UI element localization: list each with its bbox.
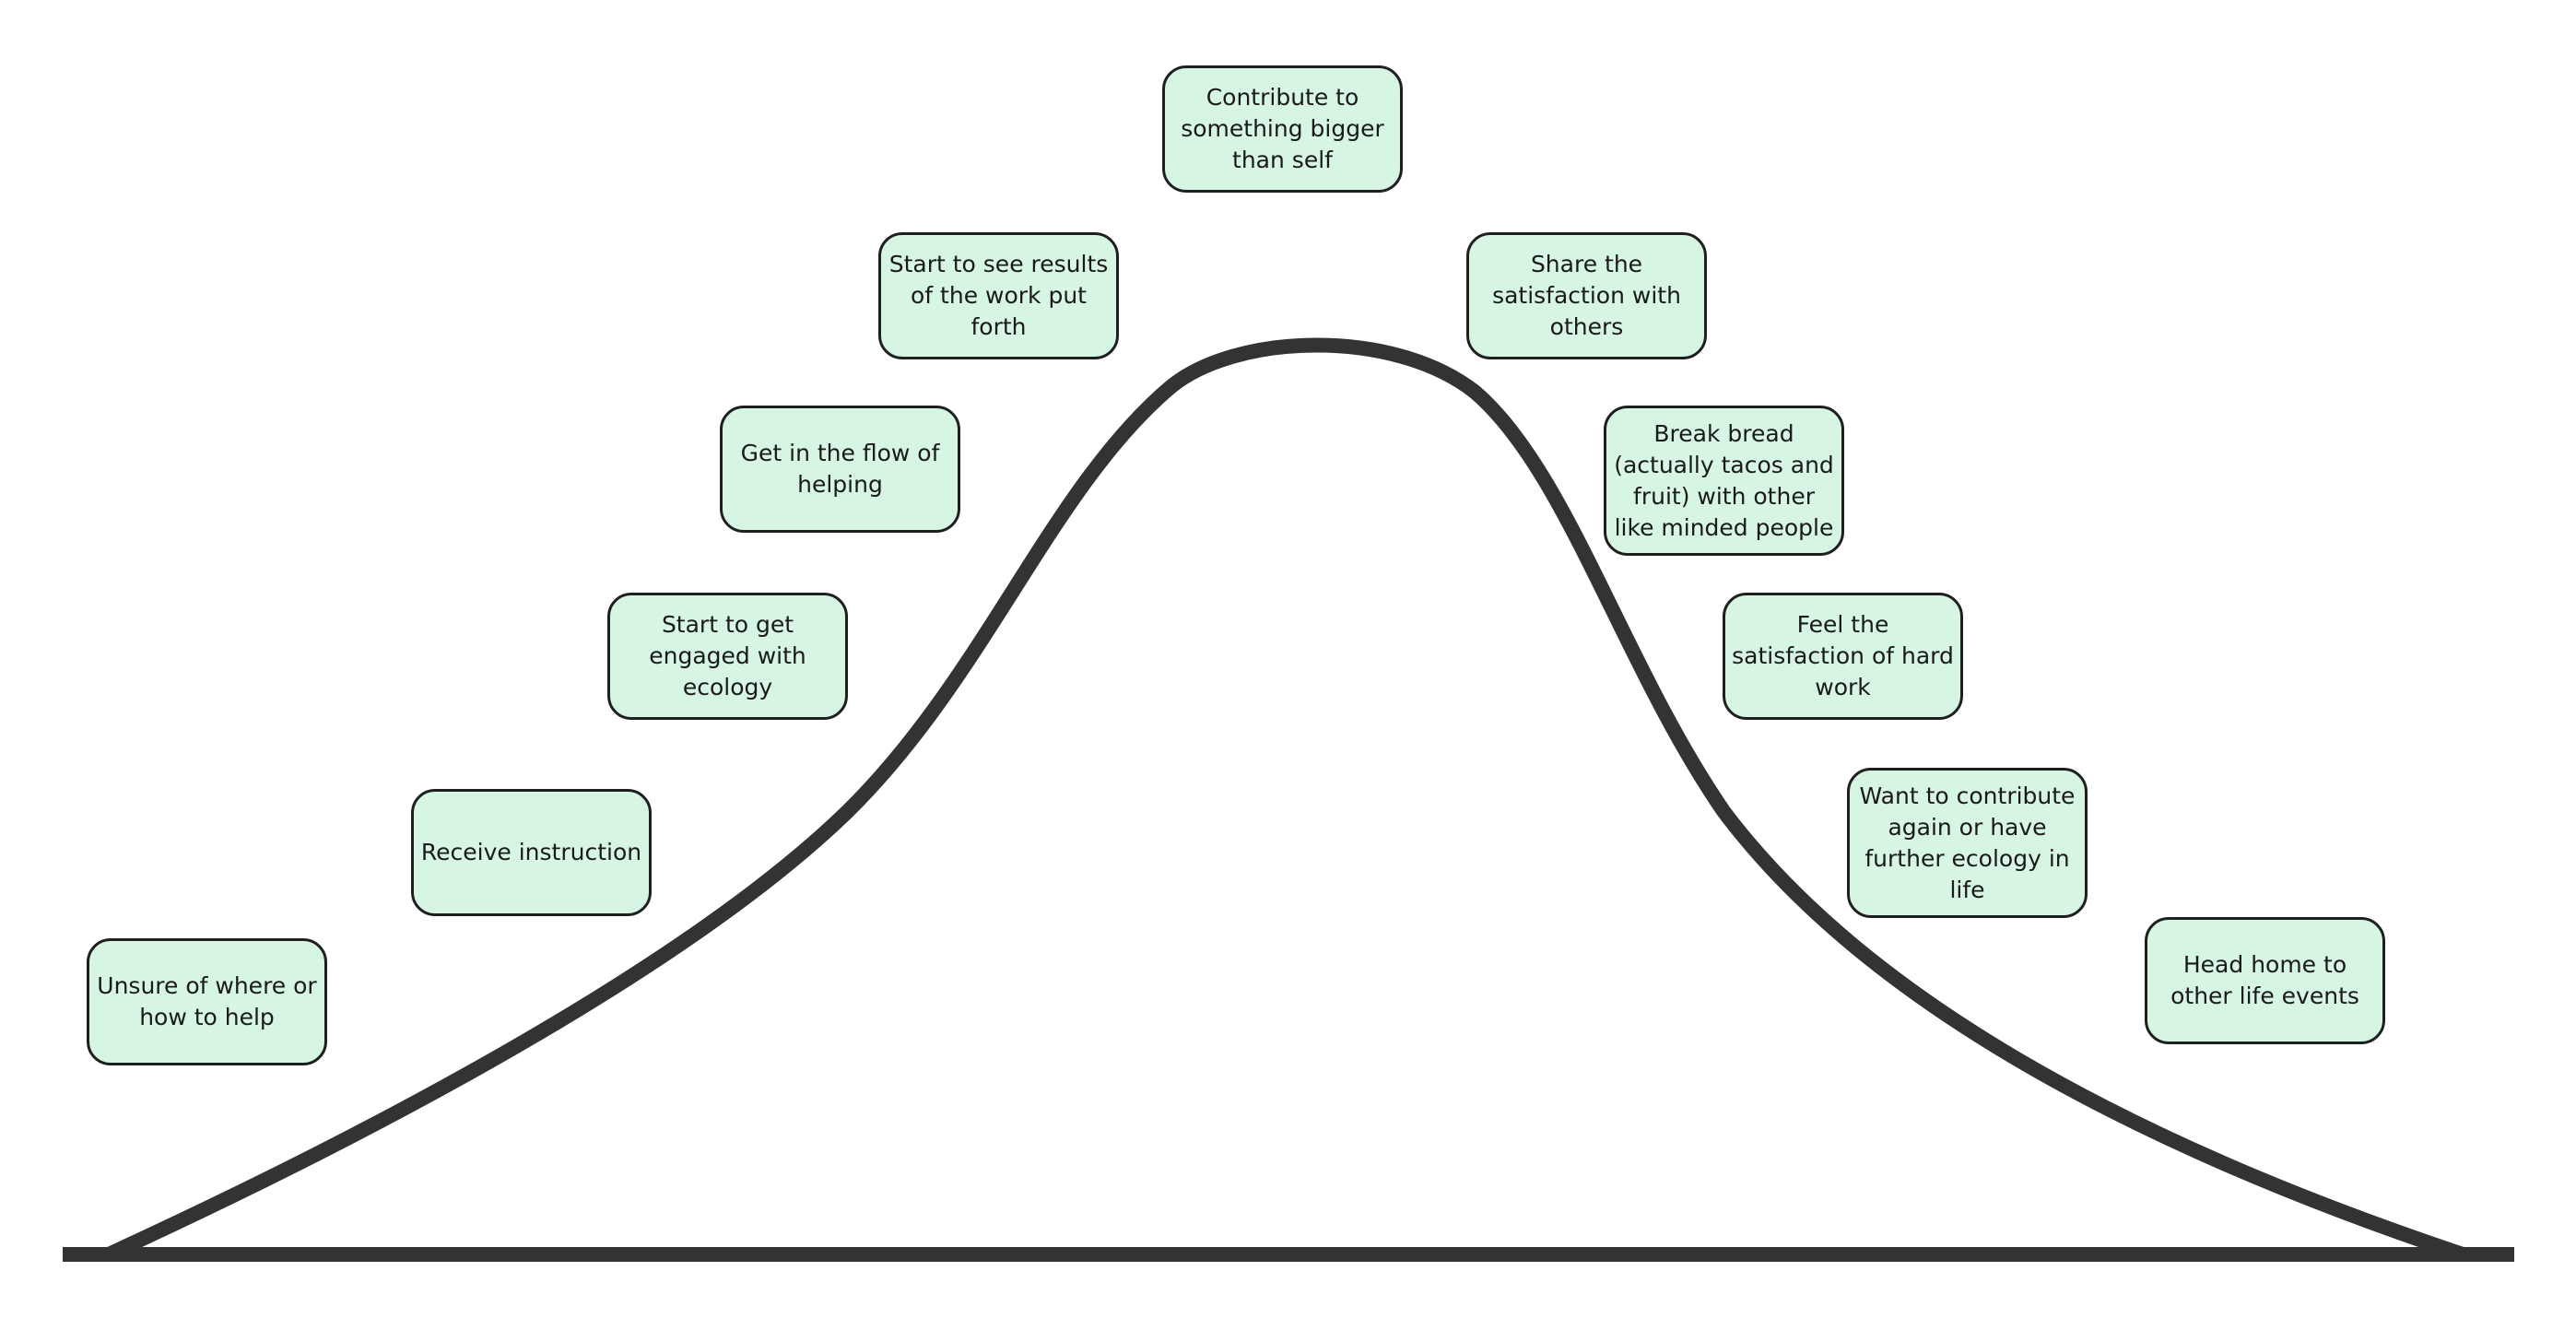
note-contribute-again[interactable]: Want to contribute again or have further… xyxy=(1847,768,2088,918)
note-text: Feel the satisfaction of hard work xyxy=(1732,611,1954,700)
note-satisfaction-hard-work[interactable]: Feel the satisfaction of hard work xyxy=(1723,593,1963,720)
note-share-satisfaction[interactable]: Share the satisfaction with others xyxy=(1466,232,1707,359)
note-flow-of-helping[interactable]: Get in the flow of helping xyxy=(720,406,960,533)
bell-curve xyxy=(101,337,2470,1262)
note-text: Share the satisfaction with others xyxy=(1492,251,1681,340)
note-see-results[interactable]: Start to see results of the work put for… xyxy=(878,232,1119,359)
note-unsure-where-to-help[interactable]: Unsure of where or how to help xyxy=(87,938,327,1065)
note-text: Get in the flow of helping xyxy=(740,440,940,498)
note-text: Unsure of where or how to help xyxy=(97,972,317,1030)
note-text: Break bread (actually tacos and fruit) w… xyxy=(1614,419,1834,541)
note-contribute-bigger[interactable]: Contribute to something bigger than self xyxy=(1162,65,1403,193)
note-text: Head home to other life events xyxy=(2170,951,2359,1009)
note-text: Start to get engaged with ecology xyxy=(649,611,806,700)
note-receive-instruction[interactable]: Receive instruction xyxy=(411,789,652,916)
note-text: Want to contribute again or have further… xyxy=(1859,782,2076,903)
note-text: Start to see results of the work put for… xyxy=(888,251,1109,340)
note-text: Contribute to something bigger than self xyxy=(1181,84,1384,173)
note-break-bread[interactable]: Break bread (actually tacos and fruit) w… xyxy=(1604,406,1844,556)
note-head-home[interactable]: Head home to other life events xyxy=(2145,917,2385,1044)
note-text: Receive instruction xyxy=(420,839,642,865)
note-engaged-with-ecology[interactable]: Start to get engaged with ecology xyxy=(607,593,848,720)
